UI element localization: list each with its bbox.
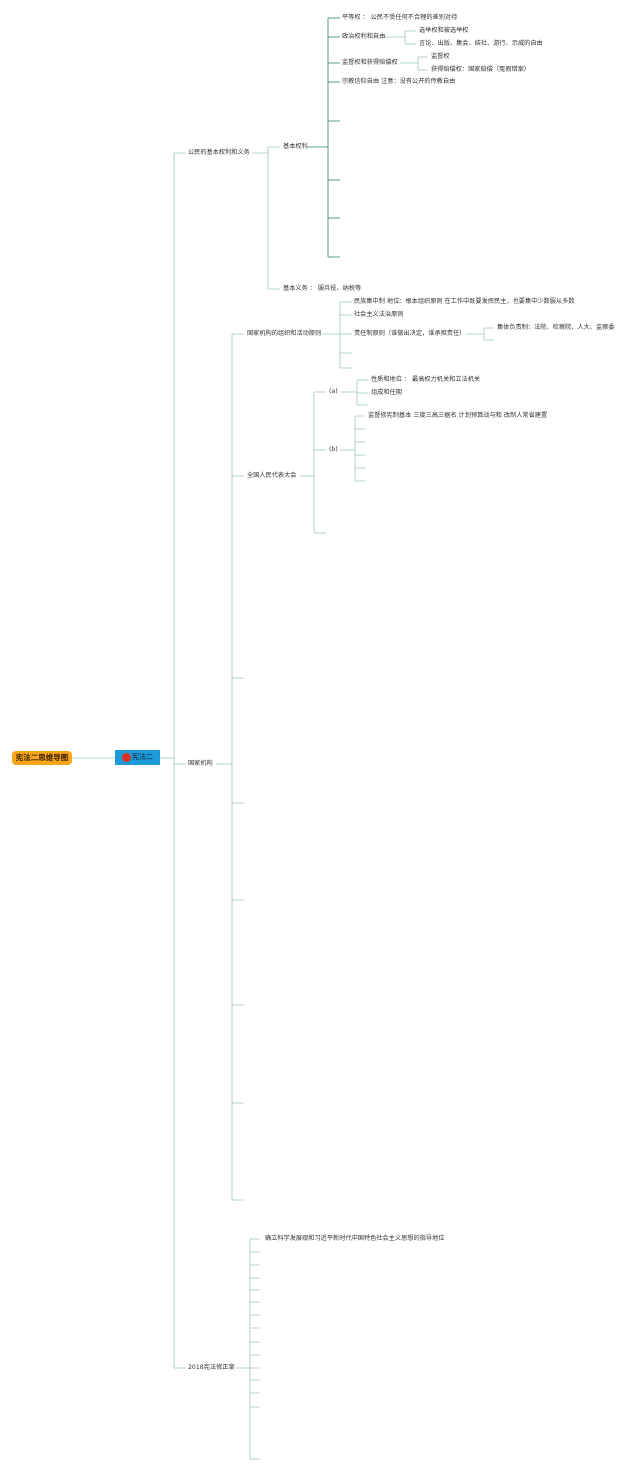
node-rule-of-law[interactable]: 社会主义法治原则 (354, 311, 404, 318)
record-dot-icon (122, 753, 131, 762)
node-npc[interactable]: 全国人民代表大会 (247, 472, 297, 479)
node-speech[interactable]: 言论、出版、集会、结社、游行、示威的自由 (419, 40, 543, 47)
node-npc-b[interactable]: (b) (329, 446, 338, 453)
badge-label: 宪法二 (132, 753, 153, 761)
node-democratic-centralism[interactable]: 民族集中制 地位：根本组织原则 在工作中既要发挥民主，也要集中少数服从多数 (354, 298, 575, 305)
node-basic-duties[interactable]: 基本义务 ： 服兵役、纳税等 (283, 285, 362, 292)
branch-rights-duties[interactable]: 公民的基本权利和义务 (188, 149, 250, 156)
branch-amendment[interactable]: 2018宪法修正案 (188, 1364, 235, 1371)
node-basic-rights[interactable]: 基本权利 (283, 143, 308, 150)
node-equality[interactable]: 平等权 ： 公民不受任何不合理的差别对待 (342, 14, 458, 21)
node-principles[interactable]: 国家机构的组织和活动原则 (247, 330, 322, 337)
node-collective[interactable]: 集体负责制：法院、检察院、人大、监察委 (497, 324, 615, 331)
root-title[interactable]: 宪法二思维导图 (12, 751, 72, 765)
node-supervision[interactable]: 监督权和获得赔偿权 (342, 59, 398, 66)
node-npc-a[interactable]: (a) (329, 388, 338, 395)
node-responsibility[interactable]: 责任制原则（谁做出决定，谁承担责任） (354, 330, 466, 337)
node-religion[interactable]: 宗教信仰自由 注意：没有公开的传教自由 (342, 78, 456, 85)
node-supervise[interactable]: 监督权 (431, 53, 450, 60)
branch-state-organs[interactable]: 国家机构 (188, 760, 213, 767)
central-badge[interactable]: 宪法二 (115, 750, 160, 765)
node-npc-nature[interactable]: 性质和地位 ： 最高权力机关和立法机关 (371, 376, 481, 383)
node-npc-powers[interactable]: 监督修宪制基本 三度三高三据名 计划预算战与和 改制人常省建置 (368, 412, 548, 419)
node-vote[interactable]: 选举权和被选举权 (419, 27, 469, 34)
node-political-rights[interactable]: 政治权利和自由 (342, 33, 386, 40)
node-npc-composition[interactable]: 组成和任期 (371, 389, 402, 396)
node-compensation[interactable]: 获得赔偿权：国家赔偿（冤假错案） (431, 66, 530, 73)
node-amendment-first[interactable]: 确立科学发展观和习近平新时代中国特色社会主义思想的指导地位 (265, 1235, 445, 1242)
